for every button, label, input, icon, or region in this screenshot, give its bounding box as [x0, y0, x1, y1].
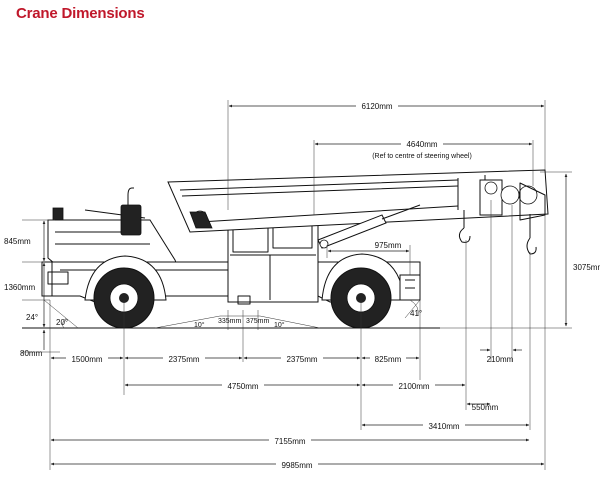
label-6120: 6120mm	[361, 102, 392, 111]
label-4640: 4640mm	[406, 140, 437, 149]
page-title: Crane Dimensions	[16, 5, 145, 22]
sheave-2	[518, 185, 538, 205]
label-975: 975mm	[375, 241, 402, 250]
telescopic-boom	[167, 169, 549, 233]
label-210: 210mm	[487, 355, 514, 364]
sheave-1	[500, 185, 520, 205]
front-wheel	[330, 267, 392, 329]
label-41deg: 41°	[410, 309, 422, 318]
label-375: 375mm	[246, 318, 270, 325]
label-4750: 4750mm	[227, 382, 258, 391]
label-2100: 2100mm	[398, 382, 429, 391]
rear-lamp-box	[47, 271, 69, 285]
label-80: 80mm	[20, 349, 43, 358]
label-1360: 1360mm	[4, 283, 35, 292]
label-550: 550mm	[472, 403, 499, 412]
label-9985: 9985mm	[281, 461, 312, 470]
dimension-labels: 6120mm 4640mm (Ref to centre of steering…	[4, 99, 600, 470]
label-1500: 1500mm	[71, 355, 102, 364]
label-3075: 3075mm	[573, 263, 600, 272]
label-10deg-right: 10°	[274, 321, 285, 329]
label-825: 825mm	[375, 355, 402, 364]
exhaust-muffler	[120, 204, 142, 236]
label-2375-rear: 2375mm	[168, 355, 199, 364]
main-hook	[458, 227, 471, 243]
label-10deg-left: 10°	[194, 321, 205, 329]
label-335: 335mm	[218, 318, 242, 325]
label-24deg: 24°	[26, 313, 38, 322]
label-3410: 3410mm	[428, 422, 459, 431]
label-20deg: 20°	[56, 318, 68, 327]
rear-light	[52, 207, 64, 221]
label-2375-front: 2375mm	[286, 355, 317, 364]
aux-hook	[526, 237, 537, 255]
crane-illustration	[22, 169, 549, 329]
label-steering-note: (Ref to centre of steering wheel)	[372, 153, 472, 160]
label-7155: 7155mm	[274, 437, 305, 446]
label-845: 845mm	[4, 237, 31, 246]
